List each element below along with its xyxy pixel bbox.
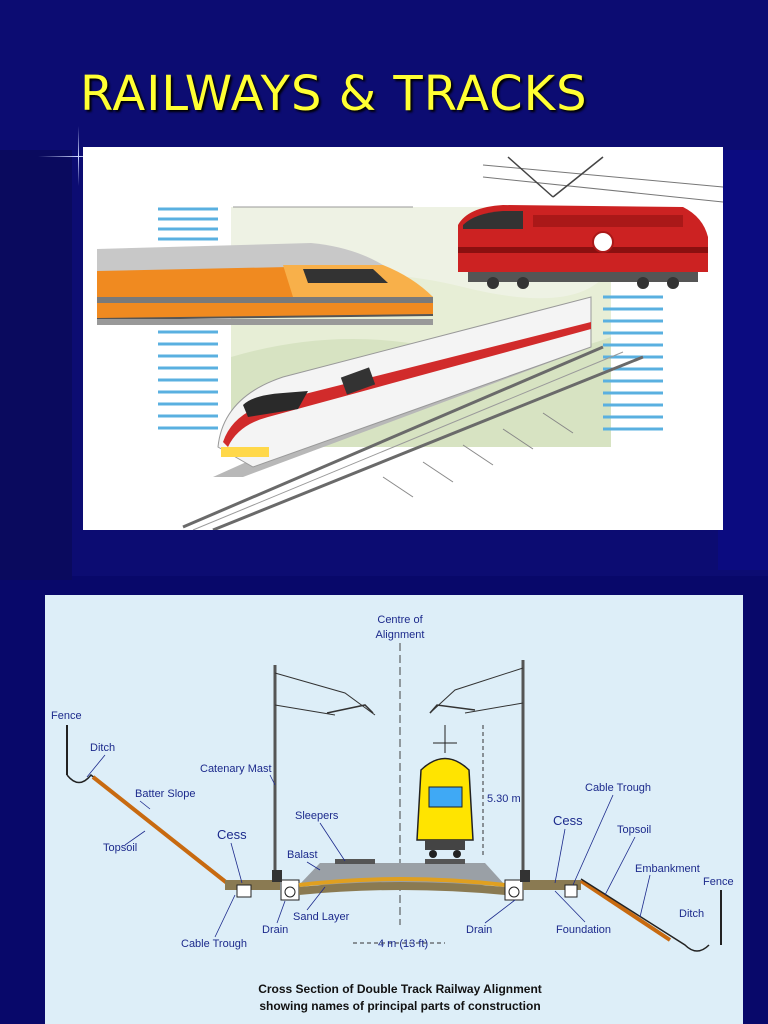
label-cable-trough-left: Cable Trough (181, 938, 247, 950)
orange-train (96, 243, 434, 325)
caption-line-2: showing names of principal parts of cons… (259, 999, 540, 1013)
label-fence-left: Fence (51, 710, 82, 722)
red-locomotive (458, 156, 708, 289)
label-drain-right: Drain (466, 924, 492, 936)
track-sleepers (382, 412, 574, 498)
slide-title: RAILWAYS & TRACKS (80, 66, 588, 122)
label-ditch-right: Ditch (679, 908, 704, 920)
sparkle-decoration (38, 126, 118, 186)
label-catenary-mast: Catenary Mast (200, 763, 272, 775)
label-drain-left: Drain (262, 924, 288, 936)
blue-lines-left-top (158, 207, 218, 241)
train-cross-section (416, 725, 474, 858)
trains-illustration (83, 147, 723, 530)
leader-lines (86, 754, 651, 938)
label-cess-left: Cess (217, 827, 247, 842)
label-ditch-left: Ditch (90, 742, 115, 754)
caption-line-1: Cross Section of Double Track Railway Al… (258, 982, 542, 996)
slide-background-stripe (0, 150, 72, 580)
label-centre: Centre of (377, 614, 423, 626)
label-cable-trough-right: Cable Trough (585, 782, 651, 794)
label-foundation: Foundation (556, 924, 611, 936)
label-sleepers: Sleepers (295, 810, 339, 822)
label-height: 5.30 m (487, 793, 521, 805)
slide-background-right (718, 150, 768, 570)
label-sand-layer: Sand Layer (293, 911, 350, 923)
label-batter-slope: Batter Slope (135, 788, 196, 800)
batter-slope (91, 775, 229, 885)
blue-lines-left-bottom (158, 330, 218, 430)
label-topsoil-right: Topsoil (617, 824, 651, 836)
label-topsoil-left: Topsoil (103, 842, 137, 854)
cross-section-diagram: Centre of Alignment (45, 595, 743, 1024)
label-cess-right: Cess (553, 813, 583, 828)
label-centre2: Alignment (376, 629, 425, 641)
label-fence-right: Fence (703, 876, 734, 888)
label-width: 4 m (13 ft) (378, 938, 428, 950)
label-embankment: Embankment (635, 863, 700, 875)
ice-train (182, 296, 644, 530)
sand-layer (298, 877, 506, 887)
blue-lines-right (603, 295, 663, 431)
label-balast: Balast (287, 849, 318, 861)
embankment-slope (579, 879, 672, 942)
